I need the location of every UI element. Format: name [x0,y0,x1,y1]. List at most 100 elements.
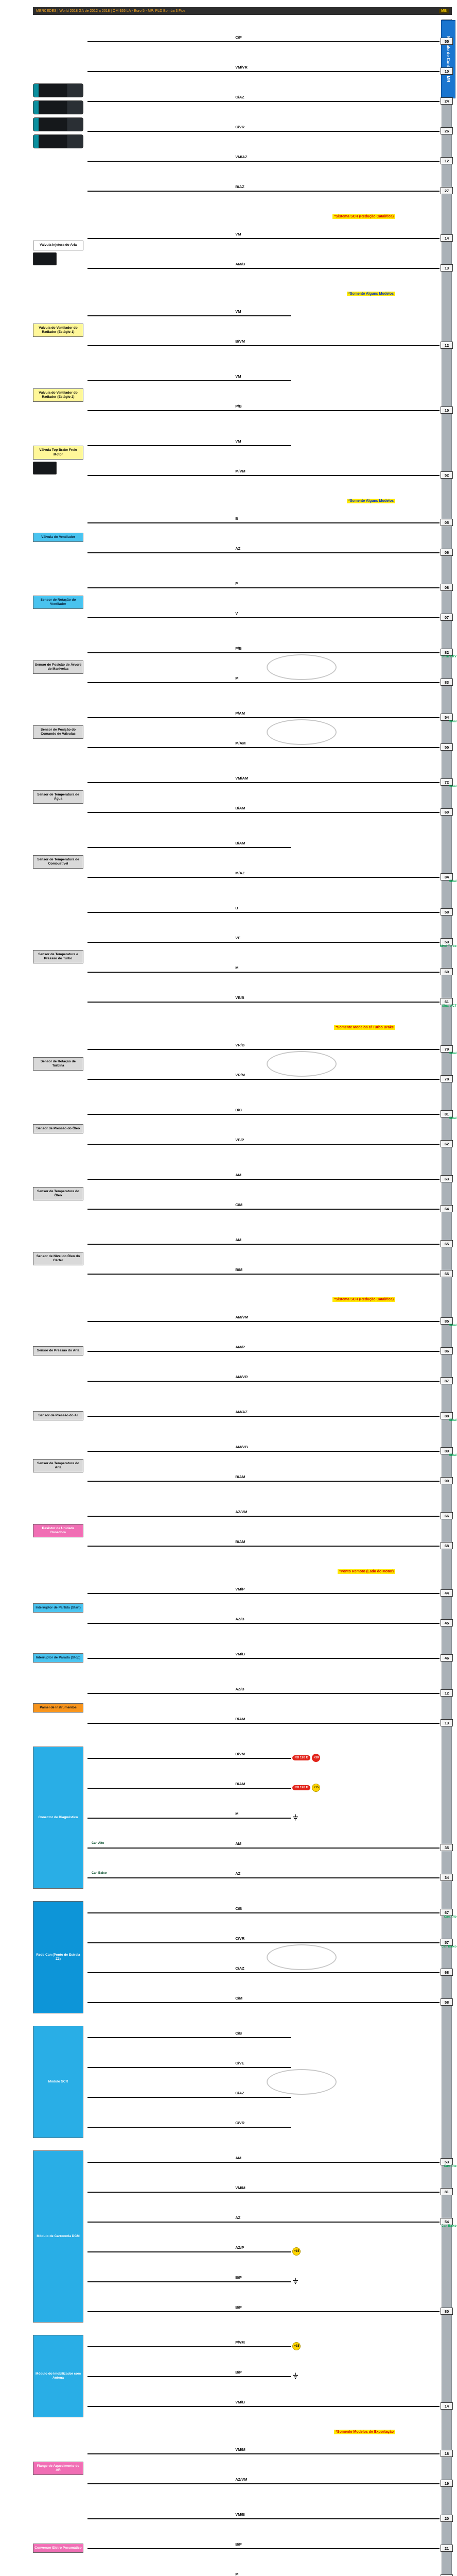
wire-label: P/VM [235,2340,245,2345]
sensor-nivel-oleo-carter-component: Sensor de Nível do Óleo do Cárter [0,1229,87,1289]
wire-line [87,161,440,162]
pin-box: 15 [441,406,453,414]
wire-line [87,380,291,381]
wire-label: B/P [235,2542,242,2547]
plus15-badge: +15 [312,1784,321,1792]
wire-line [87,2067,291,2068]
wire-line [87,2162,440,2163]
wire-line [87,812,440,813]
plus15-badge: +15 [292,2247,301,2256]
pin-box: 60 [441,968,453,975]
pin-box: 46 [441,1654,453,1662]
signal-tag: Sinal [449,1419,456,1422]
wire-label: AZ [235,546,241,551]
valvula-ventilador-radiador-2-component: Válvula do Ventilador do Radiador (Estág… [0,365,87,425]
modulo-carroceria-dcm-component: Módulo de Carroceria DCM [0,2147,87,2326]
wire-line [87,652,440,653]
wire-line [87,1516,440,1517]
pin-box: 63 [441,1175,453,1182]
note-text: *Somente Alguns Modelos [346,499,395,503]
pin-box: 81 [441,1110,453,1117]
ground-icon [292,2278,298,2285]
resistor-unidade-dosadora-label: Resistor de Unidade Dosadora [33,1523,83,1538]
valvula-ventilador-radiador-1: Válvula do Ventilador do Radiador (Estág… [0,300,457,360]
wire-label: M [235,676,239,681]
wire-end [292,2278,298,2285]
wire-label: VM/B [235,2512,245,2517]
wire-label: VR/M [235,1073,245,1077]
wire-row: AZ/P+15 [87,2236,457,2266]
resistor-unidade-dosadora-component: Resistor de Unidade Dosadora [0,1501,87,1561]
wire-label: B/AM [235,841,245,845]
sensor-posicao-comando-valvulas: Sensor de Posição do Comando de Válvulas… [0,702,457,762]
wire-line [87,2311,440,2312]
wire-line [87,1658,440,1659]
wire-label: VM/VR [235,65,248,70]
wire-label: AM [235,1841,241,1846]
wire-line [87,315,291,316]
wire-label: AZ [235,1871,241,1876]
rede-can-ponto-estrela-z3-label: Rede Can (Ponto de Estrela Z3) [33,1901,83,2013]
wire-line [87,1593,440,1594]
wire-label: B/VM [235,339,245,344]
wire-label: P/B [235,404,242,409]
wire-line [87,2037,291,2038]
wire-label: AZ/B [235,1617,244,1621]
wire-row: B/P [87,2361,457,2391]
pin-box: 54 [441,2218,453,2225]
wire-label: AM [235,1173,241,1177]
wire-line [87,1546,440,1547]
valvula-ventilador-radiador-1-label: Válvula do Ventilador do Radiador (Estág… [33,323,83,337]
wire-row: VM [87,300,457,330]
pin-box: 72 [441,778,453,786]
interruptor-parada-stop-component: Interruptor de Parada (Stop) [0,1643,87,1673]
wire-line [87,1144,440,1145]
wire-label: AM/VR [235,1375,248,1379]
wire-label: VM [235,439,241,444]
wire-line [87,1942,440,1943]
wire-line [87,1002,440,1003]
note-text: *Somente Alguns Modelos [346,292,395,296]
note-text: *Somente Modelos de Exportação [334,2430,395,2434]
wire-label: C/AZ [235,2091,244,2095]
section-note: *Ponto Remoto (Lado do Motor) [0,1566,457,1575]
modulo-imobilizador-antena-label: Módulo do Imobilizador com Antena [33,2335,83,2417]
wire-line [87,1274,440,1275]
wire-line [87,2127,291,2128]
wire-line [87,131,440,132]
wire-line [87,747,440,748]
wire-label: B/AM [235,806,245,810]
wire-label: VM [235,374,241,379]
wire-label: VE [235,936,241,940]
pin-box: 35 [441,1844,453,1851]
wire-label: VE/B [235,995,244,1000]
signal-tag: Sinal ACT [442,1005,456,1008]
valvula-ventilador-component: Válvula do Ventilador [0,507,87,567]
brand-badge: MB [439,9,449,13]
